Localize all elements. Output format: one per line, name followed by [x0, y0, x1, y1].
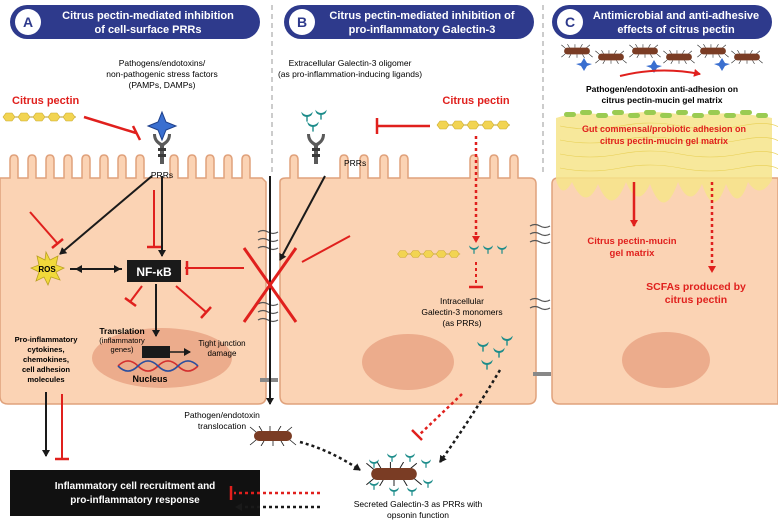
panel-a-letter: A [23, 14, 33, 30]
tight-junction-icons [257, 223, 551, 323]
cytokines-label: Pro-inflammatory [15, 335, 79, 344]
intracellular-galectin-label: Intracellular [440, 296, 484, 306]
pathogen-icon-translocation [249, 426, 297, 446]
translocation-label: Pathogen/endotoxin [184, 410, 260, 420]
intracellular-galectin-label-3: (as PRRs) [442, 318, 481, 328]
panel-c-title: Antimicrobial and anti-adhesive [593, 10, 759, 22]
nucleus-c [622, 332, 710, 388]
nfkb-box [127, 260, 181, 282]
epithelial-cells [0, 154, 778, 405]
cytokines-label-4: cell adhesion [22, 365, 70, 374]
inhibit-bar-tight-junction [200, 306, 212, 319]
dotted-arrow-pathogen-opsonin [299, 440, 361, 472]
pectin-chain-icon-b [436, 120, 511, 130]
nucleus-label: Nucleus [132, 374, 167, 384]
inhibit-bar-translation [124, 296, 137, 308]
inflammatory-response-label-2: pro-inflammatory response [70, 495, 200, 506]
inhibit-bar-pectin-prr [131, 125, 142, 141]
panel-c-letter: C [565, 14, 575, 30]
ros-burst-icon [30, 250, 65, 286]
tight-junction-label: Tight junction [198, 339, 245, 348]
red-x-stroke-2 [242, 247, 298, 323]
ribosome-icon [142, 346, 170, 358]
dotted-arrow-secretion [438, 369, 502, 463]
tight-junction-label-2: damage [208, 349, 237, 358]
translocation-label-2: translocation [198, 421, 246, 431]
inhibit-line-secreted [417, 393, 463, 437]
panel-a-title: Citrus pectin-mediated inhibition [62, 10, 234, 22]
scfa-label: SCFAs produced by [646, 281, 746, 293]
cell-b [279, 154, 537, 405]
panel-b-letter: B [297, 14, 307, 30]
arrow-prr-ros [59, 175, 153, 255]
inflammatory-response-box [10, 470, 260, 516]
commensal-adhesion-label: Gut commensal/probiotic adhesion on [582, 124, 746, 134]
inhibit-line-translation [129, 285, 143, 303]
panel-c-banner: C Antimicrobial and anti-adhesive effect… [552, 5, 772, 39]
pathogens-label: Pathogens/endotoxins/ [119, 58, 206, 68]
panel-a-title-2: of cell-surface PRRs [95, 24, 202, 36]
probiotic-bacteria-icon [564, 110, 768, 118]
citrus-pectin-label-b: Citrus pectin [442, 95, 510, 107]
panel-b-title-2: pro-inflammatory Galectin-3 [349, 24, 496, 36]
red-curved-arrow [619, 68, 701, 77]
inhibit-line-tight-junction [175, 285, 207, 313]
panel-c-title-2: effects of citrus pectin [617, 24, 735, 36]
nfkb-label: NF-κB [136, 265, 172, 279]
inhibit-bar-secreted [411, 429, 423, 441]
panel-a-banner: A Citrus pectin-mediated inhibition of c… [10, 5, 260, 39]
pathogens-label-3: (PAMPs, DAMPs) [129, 80, 196, 90]
translation-label-3: genes) [111, 345, 134, 354]
mucin-gel-matrix [556, 112, 778, 203]
opsonized-pathogen-icon [365, 453, 433, 496]
gel-matrix-label-2: gel matrix [610, 248, 656, 259]
dna-icon [117, 360, 199, 372]
pectin-chain-icon-a [2, 112, 77, 122]
pamp-icon [146, 110, 178, 142]
inhibit-line-x-galectin [301, 235, 351, 263]
secreted-galectin-label-2: opsonin function [387, 510, 449, 520]
panel-b-banner: B Citrus pectin-mediated inhibition of p… [284, 5, 534, 39]
commensal-adhesion-label-2: citrus pectin-mucin gel matrix [600, 136, 728, 146]
ros-label: ROS [38, 265, 56, 274]
cytokines-label-5: molecules [27, 375, 64, 384]
translation-label: Translation [99, 326, 144, 336]
receptor-icon-b [307, 134, 325, 164]
pathogen-row-icon [561, 44, 763, 73]
pathogens-label-2: non-pathogenic stress factors [106, 69, 218, 79]
panel-b-title: Citrus pectin-mediated inhibition of [329, 10, 515, 22]
gel-matrix-label: Citrus pectin-mucin [587, 236, 676, 247]
extracellular-galectin-label: Extracellular Galectin-3 oligomer [289, 58, 412, 68]
intracellular-galectin-label-2: Galectin-3 monomers [421, 307, 502, 317]
inhibit-line-pectin-prr [83, 115, 137, 135]
cytokines-label-2: cytokines, [27, 345, 64, 354]
scfa-label-2: citrus pectin [665, 294, 727, 306]
inflammatory-response-label: Inflammatory cell recruitment and [55, 481, 216, 492]
extracellular-galectin-label-2: (as pro-inflammation-inducing ligands) [278, 69, 422, 79]
anti-adhesion-label: Pathogen/endotoxin anti-adhesion on [586, 84, 738, 94]
prrs-label-a: PRRs [151, 170, 173, 180]
inhibit-line-ros [29, 211, 59, 245]
secreted-galectin-label: Secreted Galectin-3 as PRRs with [354, 499, 483, 509]
translation-label-2: (inflammatory [99, 336, 145, 345]
anti-adhesion-label-2: citrus pectin-mucin gel matrix [602, 95, 723, 105]
cytokines-label-3: chemokines, [23, 355, 69, 364]
cell-c [551, 177, 778, 405]
inhibit-bar-ros [51, 238, 64, 249]
galectin-oligomer-icon [301, 109, 327, 132]
nucleus-b [362, 334, 454, 390]
desmosome-b [533, 372, 551, 376]
prrs-label-b: PRRs [344, 158, 366, 168]
arrow-galectin-nfkb [279, 175, 326, 261]
citrus-pectin-label-a: Citrus pectin [12, 95, 80, 107]
